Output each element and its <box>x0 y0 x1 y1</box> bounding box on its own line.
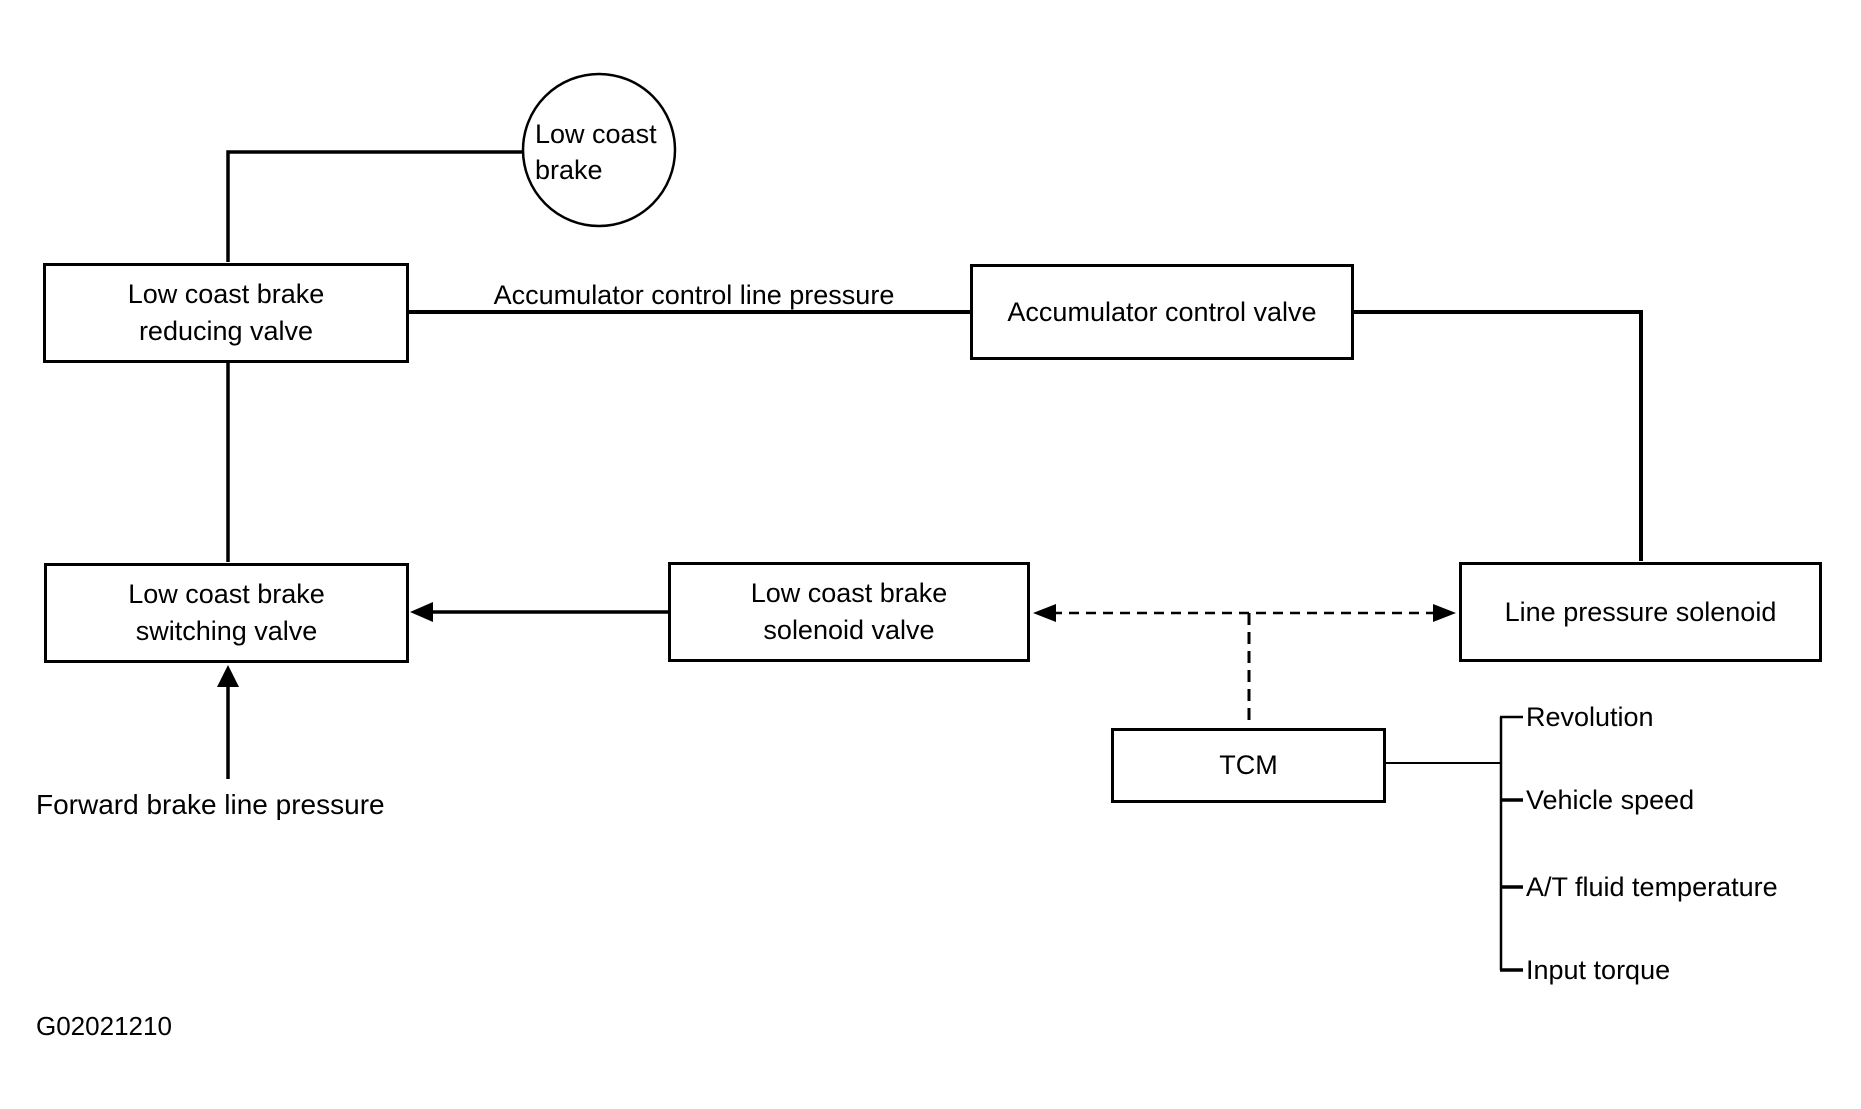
node-line-pressure-solenoid-label: Line pressure solenoid <box>1504 596 1777 627</box>
node-line-pressure-solenoid: Line pressure solenoid <box>1459 562 1822 662</box>
tcm-input-fluid-temperature: A/T fluid temperature <box>1526 872 1778 902</box>
tcm-input-input-torque: Input torque <box>1526 955 1671 985</box>
connector-accumulator-to-line-pressure-solenoid <box>1353 310 1643 561</box>
node-tcm: TCM <box>1111 728 1386 803</box>
arrowhead-into-solenoid-valve <box>1033 604 1056 622</box>
node-solenoid-valve-label: Low coast brake solenoid valve <box>750 578 948 645</box>
arrowhead-into-switching-valve <box>410 602 433 622</box>
node-reducing-valve-label: Low coast brake reducing valve <box>127 279 325 346</box>
node-reducing-valve: Low coast brake reducing valve <box>43 263 409 363</box>
tcm-input-vehicle-speed: Vehicle speed <box>1526 785 1695 815</box>
figure-code: G02021210 <box>36 1011 172 1041</box>
node-low-coast-brake-label: Low coast brake <box>535 119 657 185</box>
node-switching-valve: Low coast brake switching valve <box>44 563 409 663</box>
node-accumulator-control-valve: Accumulator control valve <box>970 264 1354 360</box>
low-coast-brake-circle-outline <box>521 72 677 228</box>
arrowhead-into-line-pressure-solenoid <box>1433 604 1456 622</box>
node-accumulator-control-valve-label: Accumulator control valve <box>1007 296 1317 327</box>
arrowhead-into-switching-valve-bottom <box>217 665 239 687</box>
accumulator-control-line-pressure-label: Accumulator control line pressure <box>493 280 895 310</box>
node-solenoid-valve: Low coast brake solenoid valve <box>668 562 1030 662</box>
connector-circle-to-reducing-valve <box>226 150 524 262</box>
node-switching-valve-label: Low coast brake switching valve <box>128 579 325 646</box>
tcm-input-revolution: Revolution <box>1526 702 1654 732</box>
forward-brake-line-pressure-label: Forward brake line pressure <box>36 789 385 820</box>
node-tcm-label: TCM <box>1219 750 1278 780</box>
